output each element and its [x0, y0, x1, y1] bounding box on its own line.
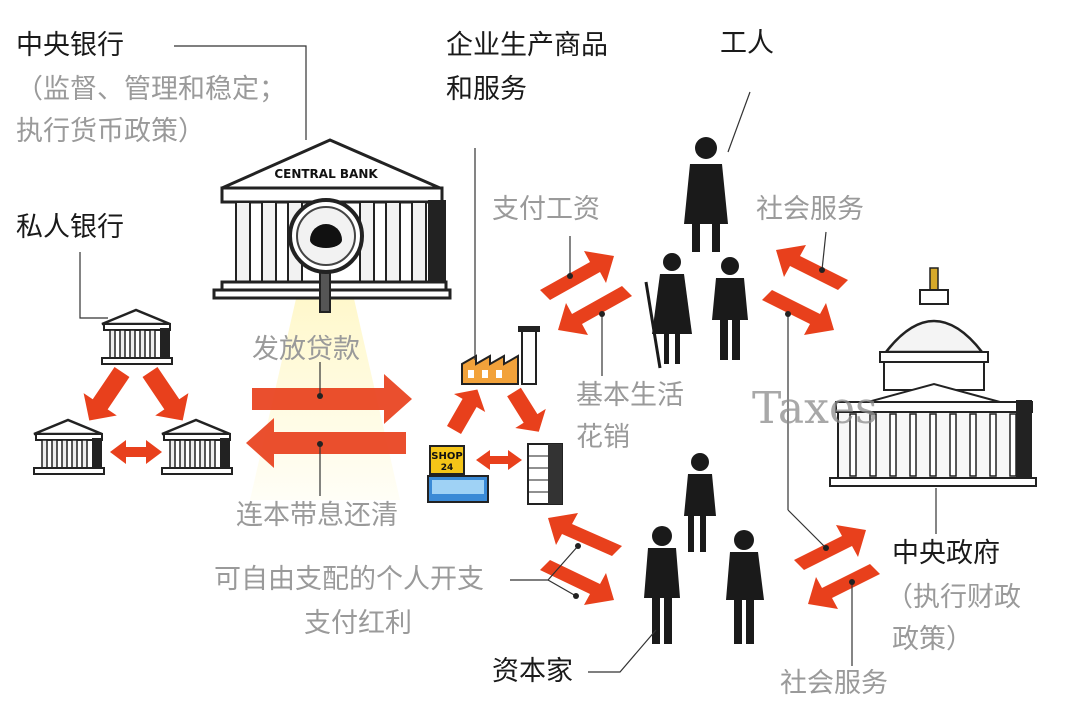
pay-wages-label: 支付工资	[492, 194, 600, 225]
private-bank-right	[161, 418, 233, 475]
arrow-taxes-top	[762, 290, 834, 335]
arrow-shop-to-factory	[438, 380, 493, 439]
capitalists-label: 资本家	[492, 656, 573, 687]
arrow-issue-loans	[252, 374, 412, 424]
enterprise-label-line2: 和服务	[446, 74, 527, 105]
arrow-social-services-top	[776, 245, 848, 290]
basic-living-label-line1: 基本生活	[576, 380, 684, 411]
central-bank-title: 中央银行	[16, 30, 124, 61]
worker-figure-woman	[644, 253, 692, 369]
pay-dividends-label: 支付红利	[304, 608, 412, 639]
arrow-taxes-bottom	[794, 525, 866, 570]
arrow-bank-top-to-right	[133, 360, 200, 432]
arrow-pay-dividends	[540, 560, 614, 605]
issue-loans-label: 发放贷款	[252, 334, 360, 365]
arrow-basic-living	[558, 286, 632, 335]
social-services-bottom-label: 社会服务	[780, 668, 888, 699]
private-banks-label: 私人银行	[16, 212, 124, 243]
shop-sign-number: 24	[441, 463, 454, 473]
enterprise-label-line1: 企业生产商品	[446, 30, 608, 61]
connector-dots	[317, 267, 855, 599]
shop-icon	[427, 445, 489, 503]
magnifier-icon	[288, 198, 364, 313]
private-bank-top	[101, 308, 173, 365]
central-bank-desc-line2: 执行货币政策）	[16, 116, 205, 147]
arrow-bank-top-to-left	[72, 360, 139, 432]
taxes-watermark: Taxes	[752, 383, 878, 434]
capitalist-figure-right	[726, 530, 764, 644]
repay-label: 连本带息还清	[236, 500, 398, 531]
arrow-bank-left-right	[110, 440, 162, 464]
arrow-pay-wages	[540, 251, 614, 300]
worker-figure-man	[712, 257, 748, 360]
arrow-factory-to-office	[498, 382, 555, 442]
connector-lines	[79, 45, 937, 673]
basic-living-label-line2: 花销	[576, 422, 630, 453]
arrow-office-to-shop	[476, 450, 522, 470]
government-capitol-building	[829, 267, 1037, 487]
government-desc-line2: 政策）	[892, 624, 973, 655]
capitalist-figure-left	[644, 526, 680, 644]
arrow-social-services-bottom	[808, 564, 880, 609]
arrow-disposable-spending	[548, 513, 622, 556]
arrow-repay	[246, 418, 406, 468]
factory-icon	[461, 326, 540, 385]
shop-sign-text: SHOP	[431, 451, 462, 462]
central-bank-desc-line1: （监督、管理和稳定；	[16, 74, 286, 105]
private-bank-left	[33, 418, 105, 475]
office-building-icon	[527, 443, 563, 505]
government-desc-line1: （执行财政	[886, 582, 1021, 613]
social-services-top-label: 社会服务	[756, 194, 864, 225]
capitalist-figure-top	[684, 453, 716, 552]
central-bank-sign: CENTRAL BANK	[274, 167, 378, 181]
workers-label: 工人	[720, 28, 774, 59]
disposable-spending-label: 可自由支配的个人开支	[214, 564, 484, 595]
government-title: 中央政府	[892, 538, 1000, 569]
worker-figure-top	[684, 137, 728, 252]
